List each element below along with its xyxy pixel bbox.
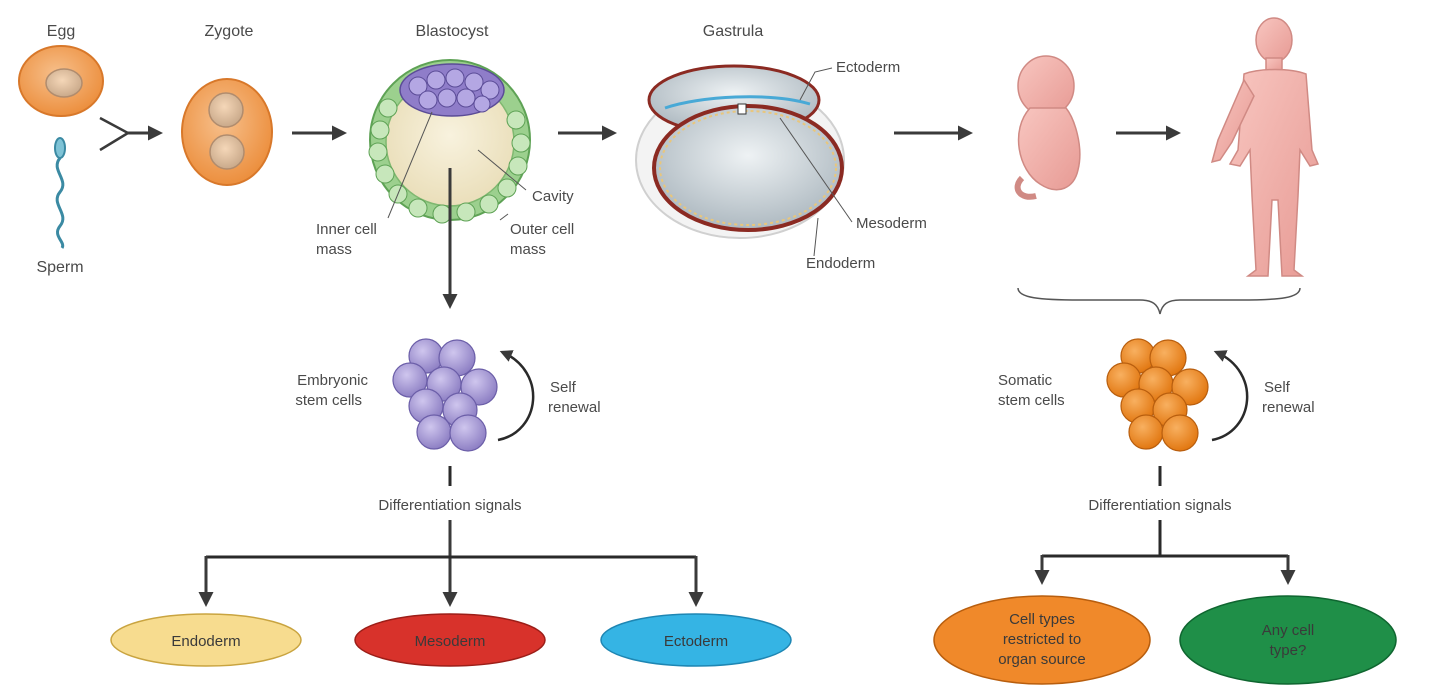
embryonic-self-label: Self <box>550 379 577 396</box>
endoderm-label: Endoderm <box>806 255 875 272</box>
outcome-mesoderm: Mesoderm <box>354 613 546 667</box>
any-cell-line-2: type? <box>1270 642 1307 659</box>
somatic-self-renewal-arrow <box>1211 350 1249 442</box>
outcome-endoderm-text: Endoderm <box>171 633 240 650</box>
ectoderm-label: Ectoderm <box>836 59 900 76</box>
cavity-label: Cavity <box>532 188 574 205</box>
embryonic-signals-label: Differentiation signals <box>378 497 521 514</box>
any-cell-line-1: Any cell <box>1262 622 1315 639</box>
mesoderm-label: Mesoderm <box>856 215 927 232</box>
restricted-line-1: Cell types <box>1009 611 1075 628</box>
outer-mass-leader <box>499 213 509 221</box>
blastocyst-label: Blastocyst <box>416 23 489 40</box>
somatic-stem-cells-icon <box>1106 338 1209 452</box>
inner-mass-leader <box>387 111 433 219</box>
outcome-mesoderm-text: Mesoderm <box>415 633 486 650</box>
outcome-restricted-cell-types: Cell types restricted to organ source <box>933 595 1151 685</box>
somatic-self-label: Self <box>1264 379 1291 396</box>
egg-icon <box>18 45 104 117</box>
restricted-line-3: organ source <box>998 651 1086 668</box>
sperm-label: Sperm <box>36 259 83 276</box>
outcome-any-cell-type: Any cell type? <box>1179 595 1397 685</box>
gastrula-label: Gastrula <box>703 23 764 40</box>
inner-cell-mass-label-1: Inner cell <box>316 221 377 238</box>
somatic-signals-label: Differentiation signals <box>1088 497 1231 514</box>
brace <box>1017 287 1301 315</box>
fetus-icon <box>1014 55 1081 200</box>
outcome-ectoderm: Ectoderm <box>600 613 792 667</box>
ectoderm-leader <box>799 67 833 101</box>
embryonic-stem-cells-icon <box>392 338 498 452</box>
egg-label: Egg <box>47 23 75 40</box>
mesoderm-leader <box>779 117 853 223</box>
embryonic-label-1: Embryonic <box>297 372 368 389</box>
zygote-icon <box>181 78 273 186</box>
endoderm-leader <box>813 217 819 257</box>
adult-icon <box>1210 17 1320 277</box>
fertilization-arrow <box>99 116 163 152</box>
outcome-ectoderm-text: Ectoderm <box>664 633 728 650</box>
outcome-endoderm: Endoderm <box>110 613 302 667</box>
somatic-branch-lines <box>1034 520 1296 585</box>
blastocyst-icon <box>368 59 531 224</box>
outer-cell-mass-label-2: mass <box>510 241 546 258</box>
somatic-renewal-label: renewal <box>1262 399 1315 416</box>
somatic-label-1: Somatic <box>998 372 1053 389</box>
somatic-label-2: stem cells <box>998 392 1065 409</box>
gastrula-icon <box>635 64 845 239</box>
embryonic-branch-lines <box>198 520 704 607</box>
zygote-label: Zygote <box>205 23 254 40</box>
outer-cell-mass-label-1: Outer cell <box>510 221 574 238</box>
embryonic-label-2: stem cells <box>295 392 362 409</box>
restricted-line-2: restricted to <box>1003 631 1081 648</box>
embryonic-renewal-label: renewal <box>548 399 601 416</box>
sperm-icon <box>54 137 66 249</box>
embryonic-self-renewal-arrow <box>497 350 535 442</box>
cavity-leader <box>477 149 527 191</box>
inner-cell-mass-label-2: mass <box>316 241 352 258</box>
